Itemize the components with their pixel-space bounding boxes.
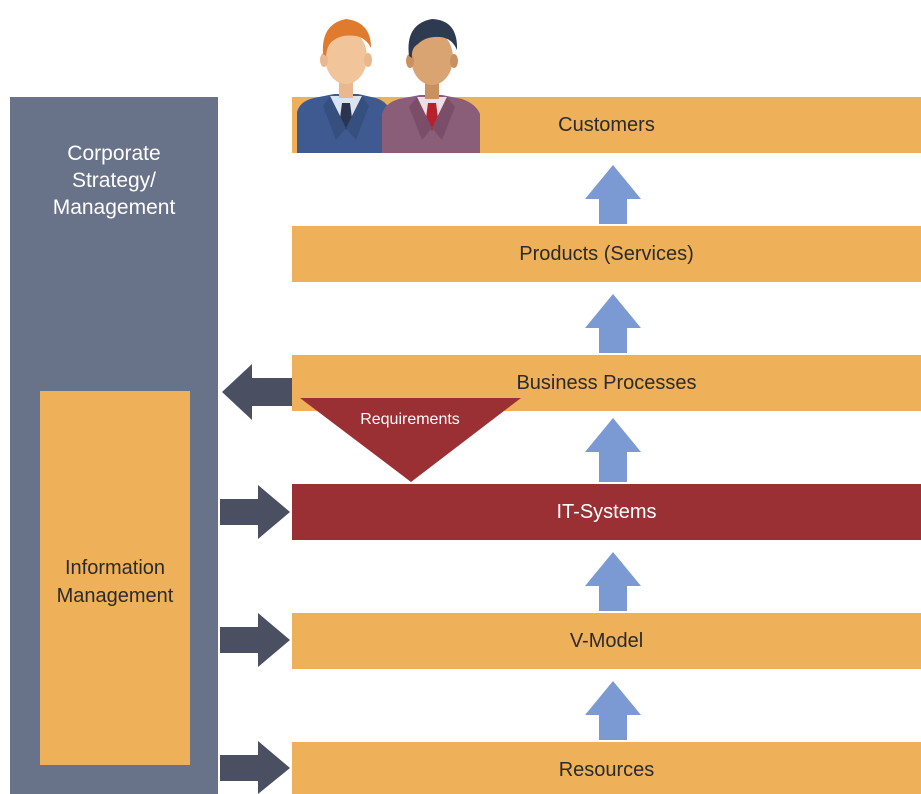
layer-business-processes-label: Business Processes (516, 371, 697, 394)
up-arrow-it-to-business (585, 418, 641, 482)
layer-products: Products (Services) (292, 226, 921, 282)
layer-v-model-label: V-Model (569, 629, 644, 652)
up-arrow-vmodel-to-it (585, 552, 641, 611)
customer-person-blue-icon (297, 19, 390, 153)
right-arrow-info-to-resources (220, 741, 290, 794)
layer-resources-label: Resources (558, 758, 655, 781)
requirements-triangle (300, 398, 521, 482)
up-arrow-products-to-customers (585, 165, 641, 224)
right-arrow-info-to-vmodel (220, 613, 290, 667)
information-management-block (40, 391, 190, 765)
right-arrow-info-to-it (220, 485, 290, 539)
requirements-label: Requirements (360, 411, 460, 428)
corporate-strategy-label: Corporate Strategy/ Management (52, 142, 176, 219)
customer-person-purple-icon (382, 19, 480, 153)
layer-products-label: Products (Services) (519, 242, 694, 265)
up-arrow-business-to-products (585, 294, 641, 353)
layer-it-systems: IT-Systems (292, 484, 921, 540)
layer-v-model: V-Model (292, 613, 921, 669)
layer-customers-label: Customers (558, 113, 655, 136)
layer-resources: Resources (292, 742, 921, 794)
up-arrow-resources-to-vmodel (585, 681, 641, 740)
information-management-label: Information Management (56, 557, 174, 607)
layer-it-systems-label: IT-Systems (556, 500, 657, 523)
left-arrow-business-to-strategy (222, 364, 292, 420)
